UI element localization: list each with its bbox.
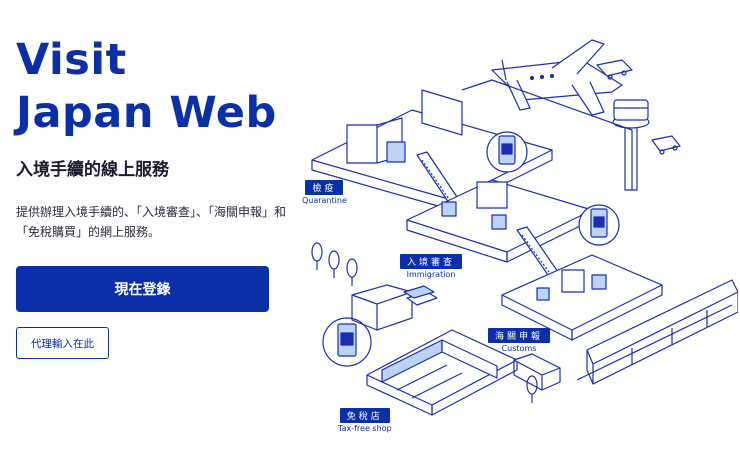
page-subtitle: 入境手續的線上服務 — [16, 160, 169, 180]
area-label-ja: 免稅店 — [339, 408, 390, 423]
title-line-visit: Visit — [16, 35, 127, 85]
phone-qr-icon — [486, 131, 528, 173]
title-line-japan-web: Japan Web — [16, 88, 277, 138]
quarantine-floor — [311, 89, 553, 211]
airport-illustration: 檢疫 Quarantine 入境審查 Immigration 海關申報 Cust… — [292, 30, 738, 456]
area-label-en: Customs — [501, 344, 537, 353]
area-label-en: Immigration — [406, 270, 456, 279]
airplane-icon — [491, 39, 623, 116]
page-title: Visit Japan Web — [16, 34, 277, 140]
area-label-ja: 入境審查 — [400, 254, 463, 269]
service-vehicle-icon — [596, 59, 681, 155]
control-tower-icon — [612, 99, 650, 191]
customs-floor — [501, 254, 663, 341]
area-label-ja: 海關申報 — [488, 328, 551, 343]
tax-free-shop-floor — [366, 329, 518, 416]
airport-isometric-svg — [311, 39, 738, 416]
track-line — [576, 304, 733, 381]
area-label-immigration: 入境審查 Immigration — [400, 250, 463, 279]
phone-qr-icon — [578, 204, 620, 246]
service-description: 提供辦理入境手續的、「入境審查」、「海關申報」和「免稅購買」的網上服務。 — [16, 205, 287, 239]
login-button[interactable]: 現在登錄 — [16, 266, 269, 312]
area-label-quarantine: 檢疫 Quarantine — [302, 176, 347, 205]
car-icon — [403, 285, 435, 299]
immigration-floor — [406, 179, 593, 263]
train-icon — [586, 279, 738, 385]
area-label-en: Quarantine — [302, 196, 347, 205]
bus-icon — [513, 353, 561, 391]
area-label-taxfree: 免稅店 Tax-free shop — [338, 404, 392, 433]
area-label-en: Tax-free shop — [338, 424, 392, 433]
proxy-input-button[interactable]: 代理輸入在此 — [16, 327, 109, 359]
area-label-ja: 檢疫 — [305, 180, 344, 195]
tree-icon — [311, 242, 538, 403]
walkway-line — [461, 79, 633, 190]
area-label-customs: 海關申報 Customs — [488, 324, 551, 353]
phone-qr-icon — [322, 317, 372, 367]
